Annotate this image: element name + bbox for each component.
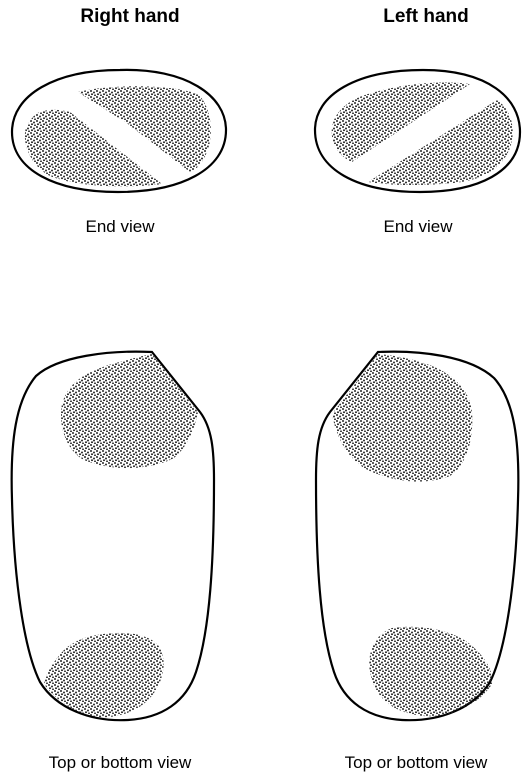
left-hand-heading: Left hand	[326, 6, 526, 28]
right-end-view-caption: End view	[10, 217, 230, 237]
right-top-view	[12, 352, 214, 721]
right-end-view	[12, 70, 226, 192]
left-end-view	[315, 70, 520, 192]
left-top-view	[316, 352, 518, 721]
right-hand-heading: Right hand	[30, 6, 230, 28]
left-top-view-caption: Top or bottom view	[306, 753, 526, 773]
left-end-view-caption: End view	[308, 217, 526, 237]
right-top-view-caption: Top or bottom view	[10, 753, 230, 773]
